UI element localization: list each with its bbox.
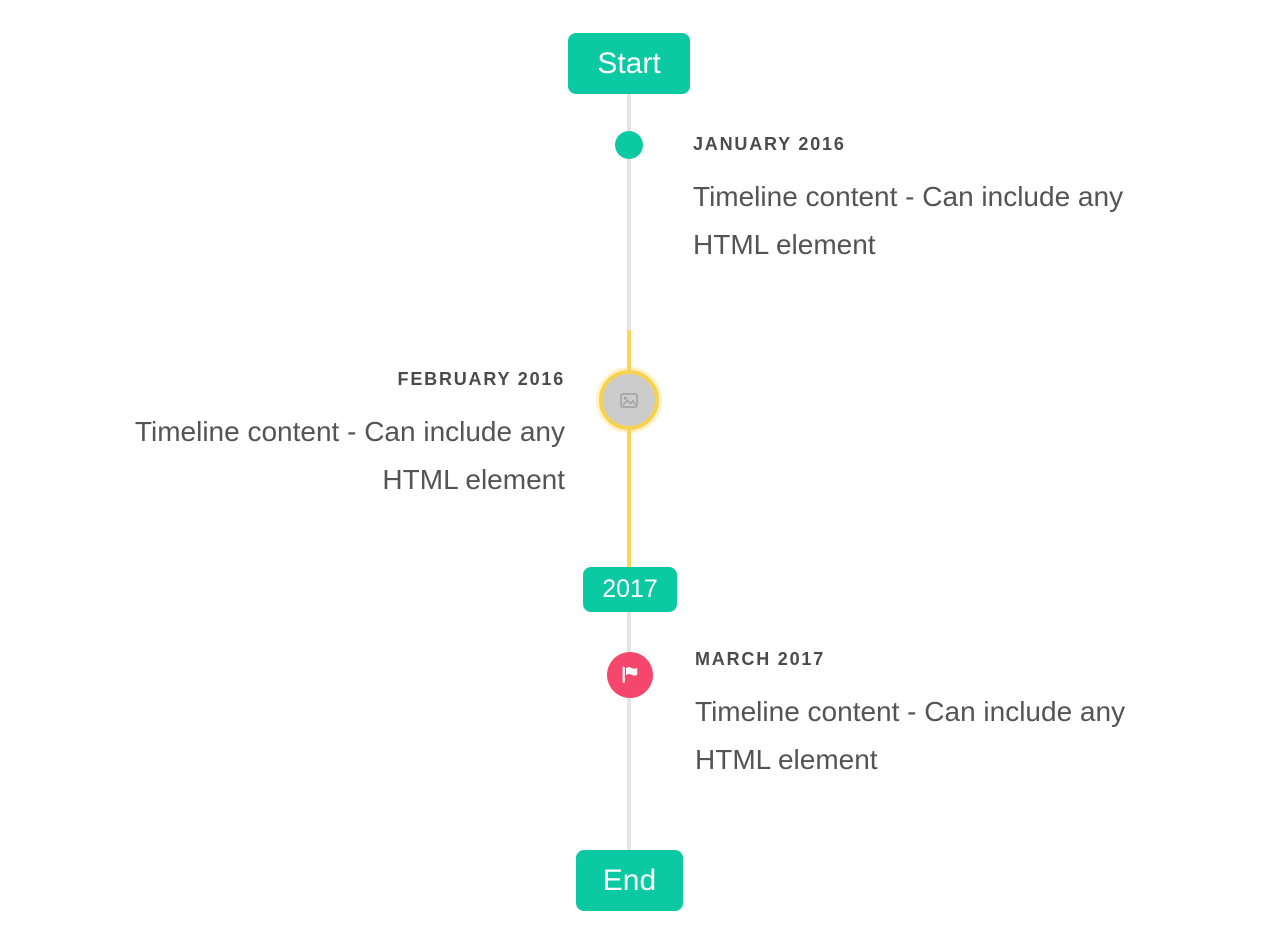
event-content: Timeline content - Can include any HTML … bbox=[134, 416, 565, 495]
start-badge: Start bbox=[568, 33, 690, 94]
broken-image-icon bbox=[620, 392, 638, 408]
event-date: FEBRUARY 2016 bbox=[397, 369, 565, 389]
flag-marker bbox=[607, 652, 653, 698]
event-date: MARCH 2017 bbox=[695, 649, 826, 669]
end-badge: End bbox=[576, 850, 683, 911]
event-date: JANUARY 2016 bbox=[693, 134, 846, 154]
event-content: Timeline content - Can include any HTML … bbox=[693, 181, 1124, 260]
year-2017-badge: 2017 bbox=[583, 567, 677, 612]
timeline-item: FEBRUARY 2016 Timeline content - Can inc… bbox=[95, 368, 565, 504]
timeline-item: JANUARY 2016 Timeline content - Can incl… bbox=[693, 133, 1163, 269]
image-marker bbox=[599, 370, 659, 430]
flag-icon bbox=[618, 663, 642, 687]
timeline-line-highlight bbox=[627, 330, 631, 567]
event-content: Timeline content - Can include any HTML … bbox=[695, 696, 1126, 775]
timeline-item: MARCH 2017 Timeline content - Can includ… bbox=[695, 648, 1165, 784]
teal-dot-marker bbox=[615, 131, 643, 159]
